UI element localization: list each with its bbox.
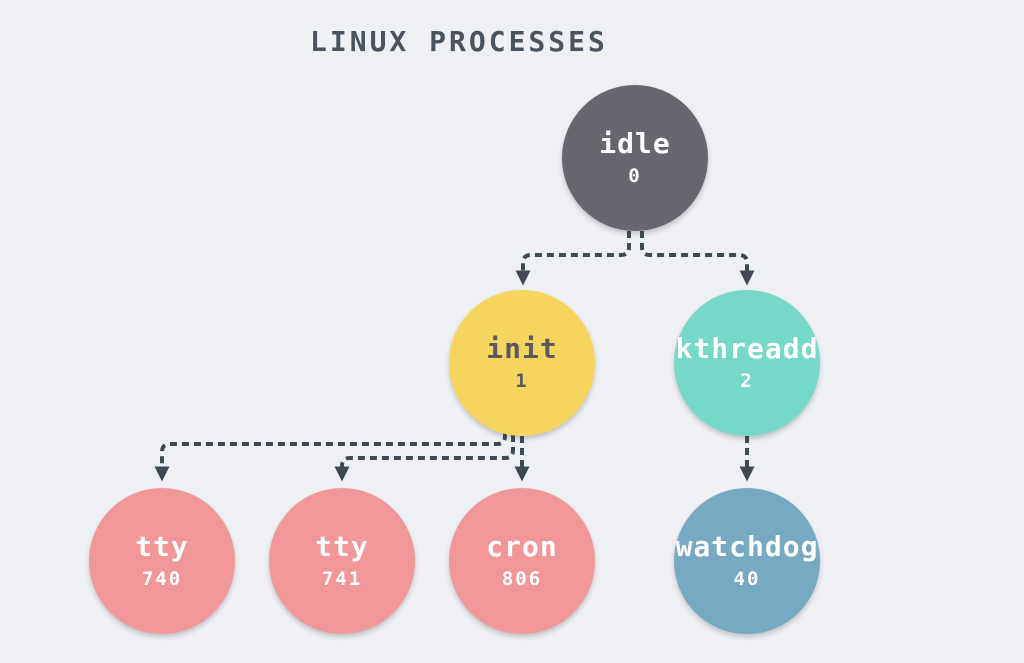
process-name: cron — [486, 530, 558, 563]
process-pid: 806 — [501, 568, 543, 590]
process-name: tty — [315, 530, 369, 563]
process-node-kthreadd: kthreadd 2 — [674, 290, 820, 436]
edge-init-tty-740 — [154, 433, 507, 482]
process-pid: 2 — [740, 370, 754, 392]
process-node-init: init 1 — [449, 290, 595, 436]
edge-idle-kthreadd — [640, 231, 755, 286]
process-pid: 0 — [628, 165, 642, 187]
edge-idle-init — [515, 231, 631, 286]
diagram-title: LINUX PROCESSES — [310, 25, 608, 58]
process-node-idle: idle 0 — [562, 85, 708, 231]
process-name: init — [486, 332, 558, 365]
process-node-tty-740: tty 740 — [89, 488, 235, 634]
process-pid: 740 — [141, 568, 183, 590]
process-name: watchdog — [675, 530, 819, 563]
process-pid: 1 — [515, 370, 529, 392]
process-pid: 741 — [321, 568, 363, 590]
process-pid: 40 — [733, 568, 761, 590]
process-node-watchdog: watchdog 40 — [674, 488, 820, 634]
process-name: kthreadd — [675, 332, 819, 365]
edge-init-tty-741 — [334, 435, 515, 482]
process-node-cron: cron 806 — [449, 488, 595, 634]
process-node-tty-741: tty 741 — [269, 488, 415, 634]
process-name: tty — [135, 530, 189, 563]
process-name: idle — [599, 127, 671, 160]
